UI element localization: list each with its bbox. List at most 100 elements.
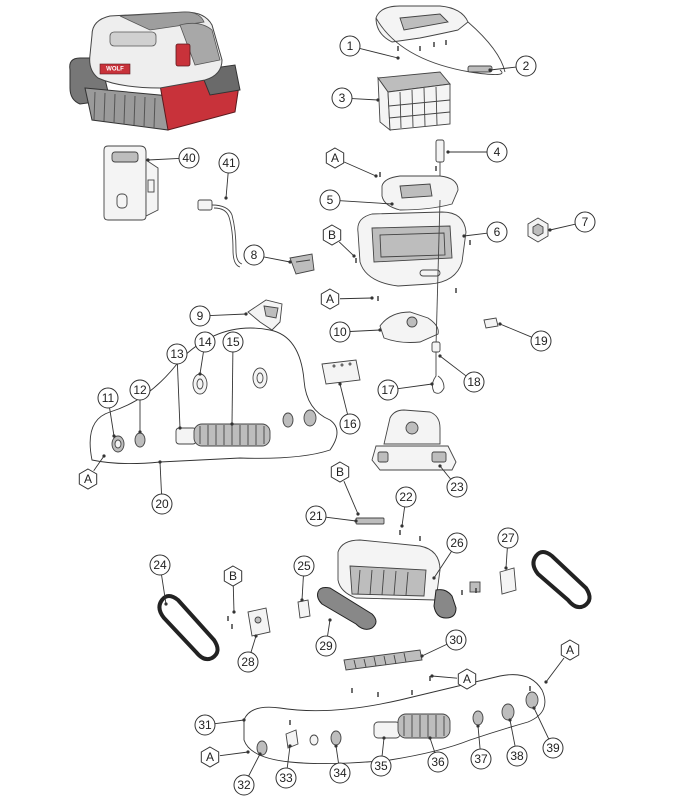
callout-number: 16 bbox=[343, 417, 357, 431]
callout-circle bbox=[319, 189, 341, 211]
leader-6-tip bbox=[462, 234, 466, 238]
leader-34-tip bbox=[334, 744, 338, 748]
leader-13 bbox=[176, 363, 181, 429]
callout-number: 37 bbox=[474, 752, 488, 766]
leader-16-tip bbox=[338, 382, 342, 386]
brush-roller-36 bbox=[397, 713, 451, 739]
callout-number: 33 bbox=[279, 771, 293, 785]
callout-17: 17 bbox=[377, 379, 399, 401]
leader-9 bbox=[209, 313, 247, 317]
leader-4-tip bbox=[446, 150, 450, 154]
screw-marker-B3: B bbox=[223, 565, 243, 587]
leader-17 bbox=[397, 383, 433, 390]
callout-circle bbox=[166, 343, 188, 365]
callout-number: 27 bbox=[501, 531, 515, 545]
hex-marker bbox=[78, 468, 98, 490]
callout-18: 18 bbox=[463, 371, 485, 393]
right-track-belt bbox=[531, 550, 592, 610]
leader-32 bbox=[248, 753, 261, 777]
bushing-end bbox=[282, 412, 294, 428]
leader-hex-A5 bbox=[545, 657, 565, 683]
leader-41-tip bbox=[224, 196, 228, 200]
leader-hex-A2-tip bbox=[370, 296, 374, 300]
callout-circle bbox=[339, 35, 361, 57]
side-plate-28 bbox=[247, 607, 271, 637]
callout-number: 18 bbox=[467, 375, 481, 389]
motor-mount-part bbox=[247, 299, 283, 331]
callout-number: 4 bbox=[494, 145, 501, 159]
callout-number: 29 bbox=[319, 639, 333, 653]
screw-marker-A2: A bbox=[320, 288, 340, 310]
leader-26-tip bbox=[432, 576, 436, 580]
leader-17-tip bbox=[430, 382, 434, 386]
bushing-33 bbox=[285, 729, 299, 749]
callout-circle bbox=[222, 331, 244, 353]
callout-33: 33 bbox=[275, 767, 297, 789]
callout-number: 24 bbox=[153, 558, 167, 572]
callout-number: 10 bbox=[333, 325, 347, 339]
gear-39 bbox=[525, 691, 539, 709]
callout-14: 14 bbox=[194, 331, 216, 353]
screw-marker-B2: B bbox=[330, 461, 350, 483]
callout-number: 31 bbox=[198, 718, 212, 732]
callout-circle bbox=[129, 379, 151, 401]
callout-number: 17 bbox=[381, 383, 395, 397]
callout-number: 9 bbox=[197, 309, 204, 323]
leader-24-tip bbox=[164, 602, 168, 606]
callout-41: 41 bbox=[218, 152, 240, 174]
callout-circle bbox=[194, 714, 216, 736]
callout-25: 25 bbox=[293, 555, 315, 577]
bottom-bar-30 bbox=[343, 649, 423, 671]
leader-10-tip bbox=[378, 328, 382, 332]
callout-number: 41 bbox=[222, 156, 236, 170]
callout-circle bbox=[275, 767, 297, 789]
callout-circle bbox=[486, 141, 508, 163]
side-plate-27 bbox=[469, 567, 517, 595]
screw-marker-A6: A bbox=[200, 746, 220, 768]
hex-marker-letter: B bbox=[328, 228, 336, 242]
hex-marker-letter: A bbox=[326, 292, 334, 306]
leader-hex-A3 bbox=[93, 455, 105, 472]
leader-2 bbox=[489, 66, 517, 71]
leader-29 bbox=[327, 619, 331, 637]
gear-11 bbox=[111, 435, 125, 453]
robot-top-panel bbox=[119, 11, 205, 31]
callout-11: 11 bbox=[97, 387, 119, 409]
leader-30-tip bbox=[420, 654, 424, 658]
power-supply-part bbox=[103, 145, 159, 221]
callout-15: 15 bbox=[222, 331, 244, 353]
small-bracket-part bbox=[483, 317, 499, 329]
callout-4: 4 bbox=[486, 141, 508, 163]
callout-number: 11 bbox=[102, 391, 115, 405]
bushing-12 bbox=[134, 432, 146, 448]
callout-5: 5 bbox=[319, 189, 341, 211]
leader-8 bbox=[263, 256, 291, 263]
nut-part bbox=[527, 217, 549, 243]
callout-number: 28 bbox=[241, 655, 255, 669]
top-cover-part bbox=[375, 5, 506, 75]
callout-number: 30 bbox=[449, 633, 463, 647]
leader-hex-A2 bbox=[339, 297, 373, 300]
robot-grey-side bbox=[179, 22, 221, 66]
callout-circle bbox=[497, 527, 519, 549]
callout-3: 3 bbox=[331, 87, 353, 109]
leader-26 bbox=[433, 551, 452, 579]
callout-number: 19 bbox=[534, 334, 548, 348]
leader-15 bbox=[231, 351, 234, 425]
callout-circle bbox=[370, 755, 392, 777]
leader-29-tip bbox=[328, 618, 332, 622]
leader-16 bbox=[339, 383, 349, 415]
callout-22: 22 bbox=[395, 486, 417, 508]
robot-logo-badge bbox=[99, 63, 131, 75]
leader-28-tip bbox=[254, 634, 258, 638]
callout-36: 36 bbox=[427, 751, 449, 773]
leader-23-tip bbox=[438, 464, 442, 468]
callout-9: 9 bbox=[189, 305, 211, 327]
filter-basket-part bbox=[377, 71, 451, 131]
leader-3 bbox=[351, 98, 379, 101]
leader-22 bbox=[401, 506, 406, 527]
callout-number: 22 bbox=[399, 490, 413, 504]
callout-35: 35 bbox=[370, 755, 392, 777]
hex-marker bbox=[325, 147, 345, 169]
screw-marker-A1: A bbox=[325, 147, 345, 169]
